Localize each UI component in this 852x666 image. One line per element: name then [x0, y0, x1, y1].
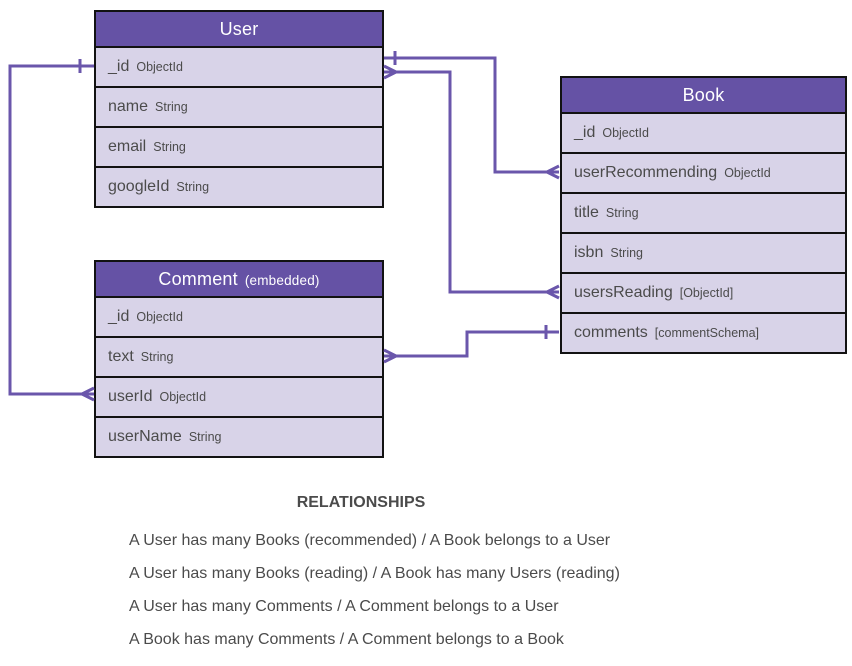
field-type: String — [176, 180, 210, 194]
field-type: String — [153, 140, 186, 154]
connector-book-comment — [384, 330, 559, 358]
field-row-user-email: email String — [96, 126, 382, 166]
relationships-title: RELATIONSHIPS — [296, 494, 426, 511]
field-type: String — [155, 100, 188, 114]
field-type: [commentSchema] — [654, 326, 760, 340]
entity-header-comment: Comment (embedded) — [96, 262, 382, 296]
field-name: email — [108, 138, 147, 155]
field-row-comment-userName: userName String — [96, 416, 382, 456]
field-type: String — [188, 430, 222, 444]
field-row-book-usersReading: usersReading [ObjectId] — [562, 272, 845, 312]
relationship-line-user-book-recommended: A User has many Books (recommended) / A … — [129, 532, 611, 549]
connector-user-book-reading — [384, 70, 559, 294]
field-name: comments — [574, 324, 648, 341]
entity-title-suffix-embedded: (embedded) — [244, 272, 320, 288]
field-name: name — [108, 98, 149, 115]
entity-title-user: User — [219, 18, 259, 39]
crows-foot-icon — [81, 386, 95, 402]
entity-title-book: Book — [682, 84, 725, 105]
connector-user-comment — [8, 64, 94, 396]
entity-table-book: Book _id ObjectId userRecommending Objec… — [560, 76, 847, 354]
field-name: googleId — [108, 178, 170, 195]
field-row-user-name: name String — [96, 86, 382, 126]
entity-table-user: User _id ObjectId name String email Stri… — [94, 10, 384, 208]
field-row-book-userRecommending: userRecommending ObjectId — [562, 152, 845, 192]
field-name: _id — [108, 308, 130, 325]
relationship-line-user-book-reading: A User has many Books (reading) / A Book… — [129, 565, 620, 582]
crows-foot-icon — [546, 284, 560, 300]
entity-header-book: Book — [562, 78, 845, 112]
relationships-legend: RELATIONSHIPS A User has many Books (rec… — [129, 494, 620, 664]
field-row-book-title: title String — [562, 192, 845, 232]
relationship-line-book-comment: A Book has many Comments / A Comment bel… — [129, 631, 564, 648]
field-row-comment-id: _id ObjectId — [96, 296, 382, 336]
crows-foot-icon — [546, 164, 560, 180]
field-name: userName — [108, 428, 182, 445]
field-row-book-isbn: isbn String — [562, 232, 845, 272]
crows-foot-icon — [383, 348, 397, 364]
field-type: ObjectId — [159, 390, 207, 404]
field-row-comment-text: text String — [96, 336, 382, 376]
field-type: ObjectId — [602, 126, 649, 140]
entity-header-user: User — [96, 12, 382, 46]
field-name: _id — [108, 58, 130, 75]
field-type: ObjectId — [136, 60, 183, 74]
field-type: [ObjectId] — [679, 286, 734, 300]
field-type: ObjectId — [136, 310, 183, 324]
field-name: usersReading — [574, 284, 673, 301]
connector-user-book-recommending — [384, 56, 559, 174]
field-type: ObjectId — [724, 166, 771, 180]
entity-table-comment: Comment (embedded) _id ObjectId text Str… — [94, 260, 384, 458]
field-type: String — [140, 350, 174, 364]
field-name: title — [574, 204, 599, 221]
field-row-book-id: _id ObjectId — [562, 112, 845, 152]
crows-foot-icon — [383, 64, 397, 80]
field-type: String — [605, 206, 639, 220]
field-row-user-googleId: googleId String — [96, 166, 382, 206]
relationship-line-user-comment: A User has many Comments / A Comment bel… — [129, 598, 559, 615]
field-row-user-id: _id ObjectId — [96, 46, 382, 86]
field-name: isbn — [574, 244, 604, 261]
field-name: userRecommending — [574, 164, 718, 181]
field-row-book-comments: comments [commentSchema] — [562, 312, 845, 352]
field-name: _id — [574, 124, 596, 141]
field-row-comment-userId: userId ObjectId — [96, 376, 382, 416]
field-name: userId — [108, 388, 153, 405]
field-type: String — [610, 246, 644, 260]
field-name: text — [108, 348, 134, 365]
entity-title-comment: Comment — [158, 268, 238, 289]
